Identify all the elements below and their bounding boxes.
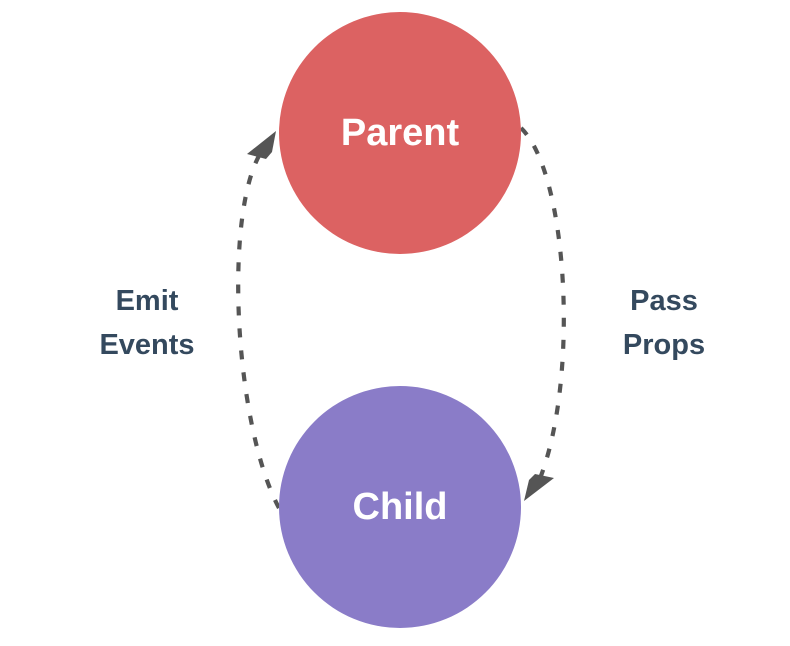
pass-props-label: Pass Props xyxy=(623,285,705,361)
pass-props-curve xyxy=(519,126,566,491)
child-label: Child xyxy=(353,486,448,528)
node-parent[interactable]: Parent xyxy=(279,12,521,254)
node-child[interactable]: Child xyxy=(279,386,521,628)
emit-events-label-line-1: Emit xyxy=(116,285,179,317)
emit-events-label: Emit Events xyxy=(99,285,194,361)
pass-props-arrowhead-icon xyxy=(524,474,554,501)
pass-props-label-line-2: Props xyxy=(623,329,705,361)
pass-props-label-line-1: Pass xyxy=(630,285,698,317)
edge-emit-events xyxy=(236,131,281,509)
parent-circle[interactable] xyxy=(279,12,521,254)
edge-pass-props xyxy=(519,126,566,501)
emit-events-curve xyxy=(236,141,281,509)
child-circle[interactable] xyxy=(279,386,521,628)
parent-label: Parent xyxy=(341,112,460,154)
emit-events-arrowhead-icon xyxy=(247,131,276,159)
emit-events-label-line-2: Events xyxy=(99,329,194,361)
